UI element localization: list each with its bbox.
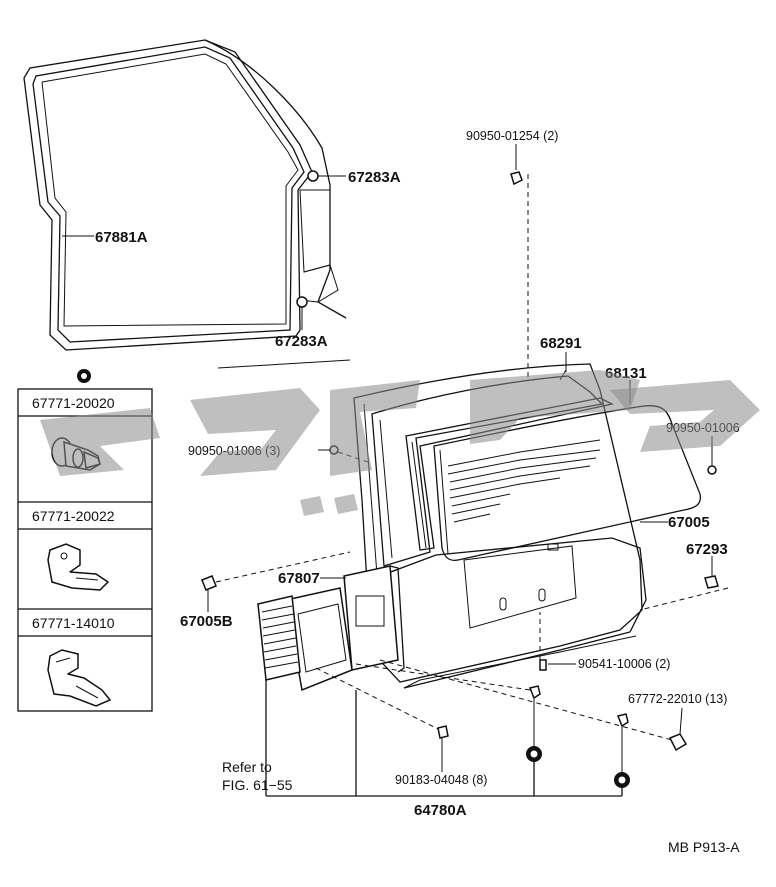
- plug-icon: [539, 612, 576, 671]
- label-stopper-right: 67293: [686, 541, 728, 558]
- clip-marker-1-icon: [526, 746, 542, 762]
- bracket-clip-icon: [47, 543, 110, 591]
- hook-clip-icon: [47, 649, 112, 707]
- label-door-seal-clip-upper: 67283A: [348, 169, 401, 186]
- clip-marker-2-icon: [614, 772, 630, 788]
- label-stopper-left: 67005B: [180, 613, 233, 630]
- label-trim-board: 67807: [278, 570, 320, 587]
- clip-small-2-icon: [616, 713, 629, 772]
- label-plug: 90541-10006 (2): [578, 657, 670, 671]
- label-refer-to: Refer to: [222, 759, 272, 775]
- door-weatherstrip-drawing: [23, 39, 351, 369]
- stopper-right-icon: [639, 556, 729, 611]
- label-clip-right: 67772-22010 (13): [628, 692, 727, 706]
- label-back-door-panel: 67005: [668, 514, 710, 531]
- screw-icon: [437, 725, 449, 772]
- legend-part-2: 67771-20022: [32, 508, 115, 524]
- stopper-left-icon: [201, 551, 351, 612]
- bolt-top-icon: [510, 144, 529, 380]
- trim-board-drawing: [257, 565, 405, 692]
- clip-small-1-icon: [528, 685, 541, 746]
- watermark-logo: [40, 370, 760, 516]
- assembly-bracket: [265, 680, 623, 797]
- label-door-weatherstrip: 67881A: [95, 229, 148, 246]
- figure-code: MB P913-A: [668, 839, 740, 855]
- clip-right-icon: [668, 707, 688, 752]
- label-screw: 90183-04048 (8): [395, 773, 487, 787]
- label-bolt-top: 90950-01254 (2): [466, 129, 558, 143]
- label-door-seal-clip-lower: 67283A: [275, 333, 328, 350]
- legend-part-3: 67771-14010: [32, 615, 115, 631]
- label-window-weatherstrip: 68291: [540, 335, 582, 352]
- label-trim-assembly: 64780A: [414, 802, 467, 819]
- label-refer-fig: FIG. 61−55: [222, 777, 293, 793]
- legend-part-1: 67771-20020: [32, 395, 115, 411]
